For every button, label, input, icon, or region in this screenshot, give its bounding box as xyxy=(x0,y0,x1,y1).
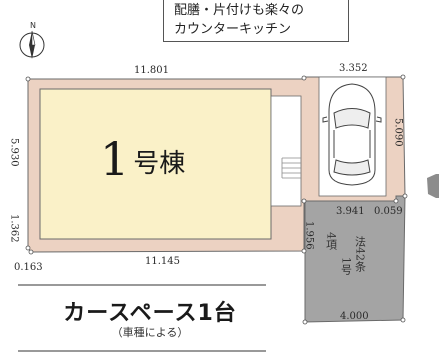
strip-label-col2: 1号 xyxy=(340,257,353,276)
building-suffix: 号棟 xyxy=(133,149,186,179)
strip-label-col1: 4項 xyxy=(325,232,338,251)
strip-label-col3: 法42条 xyxy=(354,235,367,272)
dim-strip-bottom: 4.000 xyxy=(340,311,369,322)
dim-strip-side: 1.956 xyxy=(304,221,315,250)
kitchen-note: 配膳・片付けも楽々の カウンターキッチン xyxy=(163,0,349,42)
compass-north-label: N xyxy=(30,21,36,30)
note-line-1: 配膳・片付けも楽々の xyxy=(174,3,305,18)
dim-left: 5.930 xyxy=(9,138,20,167)
building-footprint xyxy=(39,88,272,240)
building-number: 1 xyxy=(100,132,130,186)
dim-top: 11.801 xyxy=(134,65,169,76)
dim-top-right: 3.352 xyxy=(339,63,368,74)
dim-bottom: 11.145 xyxy=(145,256,180,267)
entrance-area xyxy=(270,95,302,207)
dim-corner: 0.163 xyxy=(14,262,43,273)
note-line-2: カウンターキッチン xyxy=(174,22,292,37)
parking-title: カースペース1台 xyxy=(63,301,237,326)
dim-parking-bottom-a: 3.941 xyxy=(336,206,365,217)
entrance-steps xyxy=(281,157,301,179)
dim-parking-bottom-b: 0.059 xyxy=(374,206,403,217)
north-compass-icon: N xyxy=(19,21,45,59)
car-icon xyxy=(322,83,382,186)
lot-corner-markers xyxy=(25,74,408,325)
parking-subtitle: （車種による） xyxy=(111,326,189,339)
dim-right: 5.090 xyxy=(393,118,404,147)
road-shape xyxy=(427,174,439,198)
dim-bottom-left: 1.362 xyxy=(9,214,20,243)
strip-label: 法42条 1号 4項 xyxy=(325,232,367,276)
